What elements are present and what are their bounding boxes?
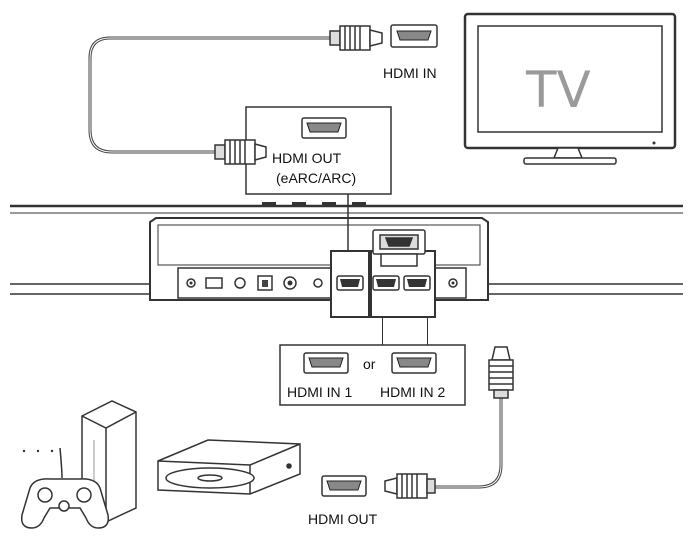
- hdmi-plug-vertical-icon: [488, 346, 514, 399]
- hdmi-port-in1-icon: [303, 352, 349, 374]
- hdmi-plug-earc-icon: [214, 139, 267, 165]
- hdmi-cable-device: [430, 395, 503, 489]
- soundbar-hdmi-out-port: [330, 250, 370, 318]
- device-hdmi-out-label: HDMI OUT: [308, 511, 378, 527]
- tv-label: TV: [525, 61, 591, 119]
- hdmi-out-label: HDMI OUT: [272, 150, 342, 166]
- hdmi-port-device-out-icon: [321, 475, 367, 497]
- hdmi-plug-top-icon: [329, 25, 383, 51]
- hdmi-port-earc-icon: [301, 117, 347, 139]
- hdmi-in-2-label: HDMI IN 2: [380, 384, 446, 400]
- hdmi-port-in2-icon: [391, 352, 437, 374]
- gamepad-icon: [20, 447, 110, 529]
- hdmi-in-1-label: HDMI IN 1: [287, 384, 353, 400]
- dots-icon: [22, 449, 54, 453]
- hdmi-port-tv-icon: [390, 24, 438, 48]
- tv-hdmi-in-label: HDMI IN: [383, 65, 437, 81]
- tv-icon: [463, 12, 677, 165]
- or-label: or: [363, 356, 376, 372]
- hdmi-plug-device-icon: [384, 473, 436, 499]
- hdmi-plug-soundbar-in-icon: [372, 229, 426, 267]
- media-player-icon: [157, 439, 301, 495]
- earc-arc-label: (eARC/ARC): [276, 170, 356, 186]
